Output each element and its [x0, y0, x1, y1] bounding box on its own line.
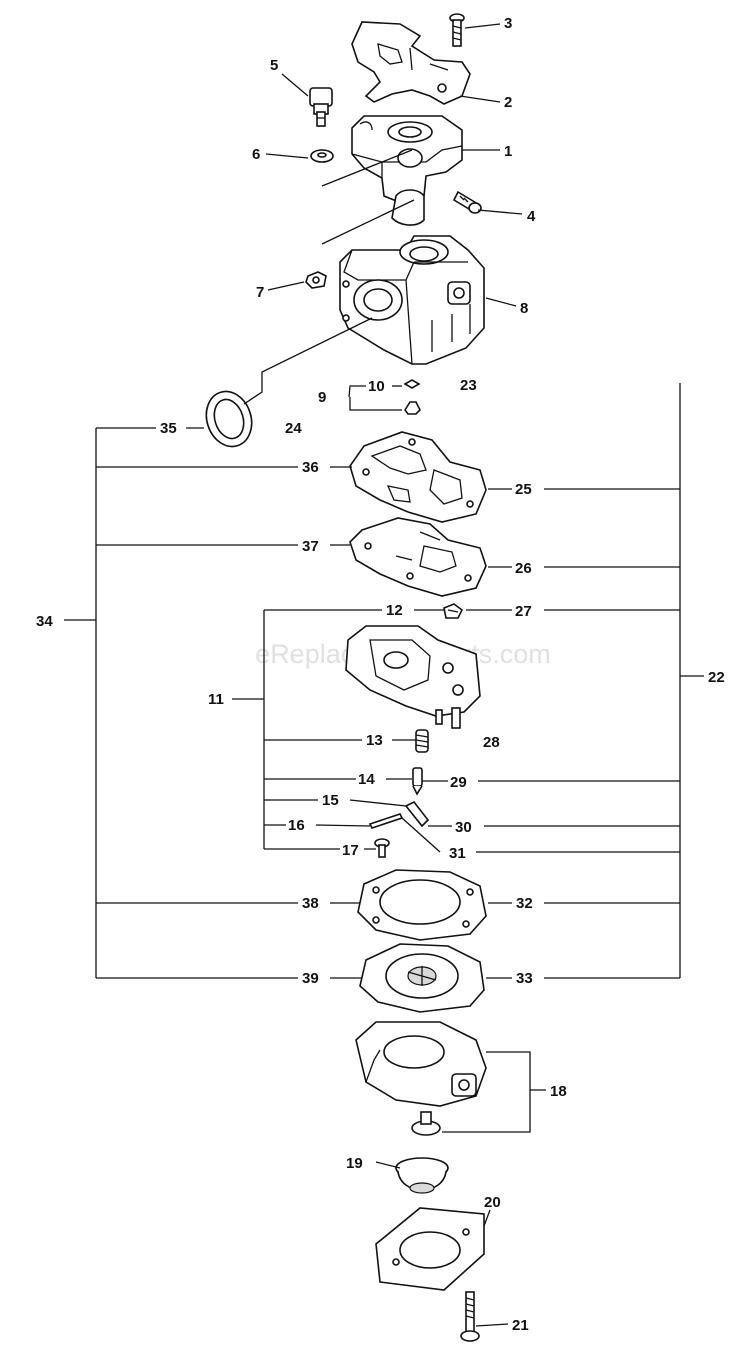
label-18: 18: [550, 1083, 567, 1100]
label-31: 31: [449, 845, 466, 862]
part-1-throttle-body: [351, 115, 463, 226]
label-19: 19: [346, 1155, 363, 1172]
label-32: 32: [516, 895, 533, 912]
part-labels: 3 2 1 4 8 5 6 7 9 10 23 24 35 36 25 37 2…: [36, 15, 725, 1334]
label-25: 25: [515, 481, 532, 498]
part-15-lever: [404, 800, 430, 828]
part-4-screw: [452, 190, 482, 214]
label-3: 3: [504, 15, 512, 32]
label-24: 24: [285, 420, 302, 437]
label-26: 26: [515, 560, 532, 577]
label-9: 9: [318, 389, 326, 406]
part-28-metering-body: [345, 625, 481, 729]
part-5-fitting: [309, 87, 333, 127]
label-23: 23: [460, 377, 477, 394]
part-19-primer-bulb: [395, 1157, 449, 1194]
part-25-gasket: [349, 431, 487, 523]
part-26-diaphragm: [349, 517, 487, 597]
leader-35-to-8: [243, 317, 373, 405]
part-3-screw: [449, 13, 465, 47]
alignment-line: [321, 149, 415, 245]
part-21-screw: [460, 1291, 480, 1342]
label-34: 34: [36, 613, 53, 630]
part-14-needle: [412, 767, 423, 796]
label-30: 30: [455, 819, 472, 836]
part-17-screw: [374, 838, 390, 858]
part-20-retainer-plate: [375, 1207, 485, 1291]
label-17: 17: [342, 842, 359, 859]
label-36: 36: [302, 459, 319, 476]
label-22: 22: [708, 669, 725, 686]
label-21: 21: [512, 1317, 529, 1334]
label-10: 10: [368, 378, 385, 395]
label-20: 20: [484, 1194, 501, 1211]
part-6-washer: [310, 149, 334, 163]
part-8-carburetor-body: [339, 235, 485, 365]
label-16: 16: [288, 817, 305, 834]
label-11: 11: [208, 691, 224, 708]
leader-lines: [64, 23, 704, 1327]
part-33-diaphragm: [359, 943, 485, 1013]
part-7-nut: [305, 271, 327, 289]
part-9-fitting: [404, 401, 421, 415]
label-5: 5: [270, 57, 278, 74]
part-18-pump-cover: [355, 1021, 487, 1107]
label-33: 33: [516, 970, 533, 987]
label-14: 14: [358, 771, 375, 788]
label-4: 4: [527, 208, 536, 225]
label-29: 29: [450, 774, 467, 791]
label-37: 37: [302, 538, 319, 555]
part-35-o-ring: [205, 390, 253, 448]
label-38: 38: [302, 895, 319, 912]
label-13: 13: [366, 732, 383, 749]
label-15: 15: [322, 792, 339, 809]
label-8: 8: [520, 300, 528, 317]
part-10-seal: [403, 379, 421, 389]
part-18-fitting: [411, 1111, 441, 1136]
label-27: 27: [515, 603, 532, 620]
part-32-gasket: [357, 869, 487, 941]
part-2-throttle-bracket: [351, 21, 471, 105]
label-12: 12: [386, 602, 403, 619]
label-35: 35: [160, 420, 177, 437]
label-6: 6: [252, 146, 260, 163]
label-39: 39: [302, 970, 319, 987]
label-2: 2: [504, 94, 512, 111]
part-13-spring: [415, 729, 429, 753]
label-7: 7: [256, 284, 264, 301]
part-16-pin: [368, 813, 404, 829]
label-1: 1: [504, 143, 512, 160]
label-28: 28: [483, 734, 500, 751]
part-12-screw: [443, 603, 464, 619]
